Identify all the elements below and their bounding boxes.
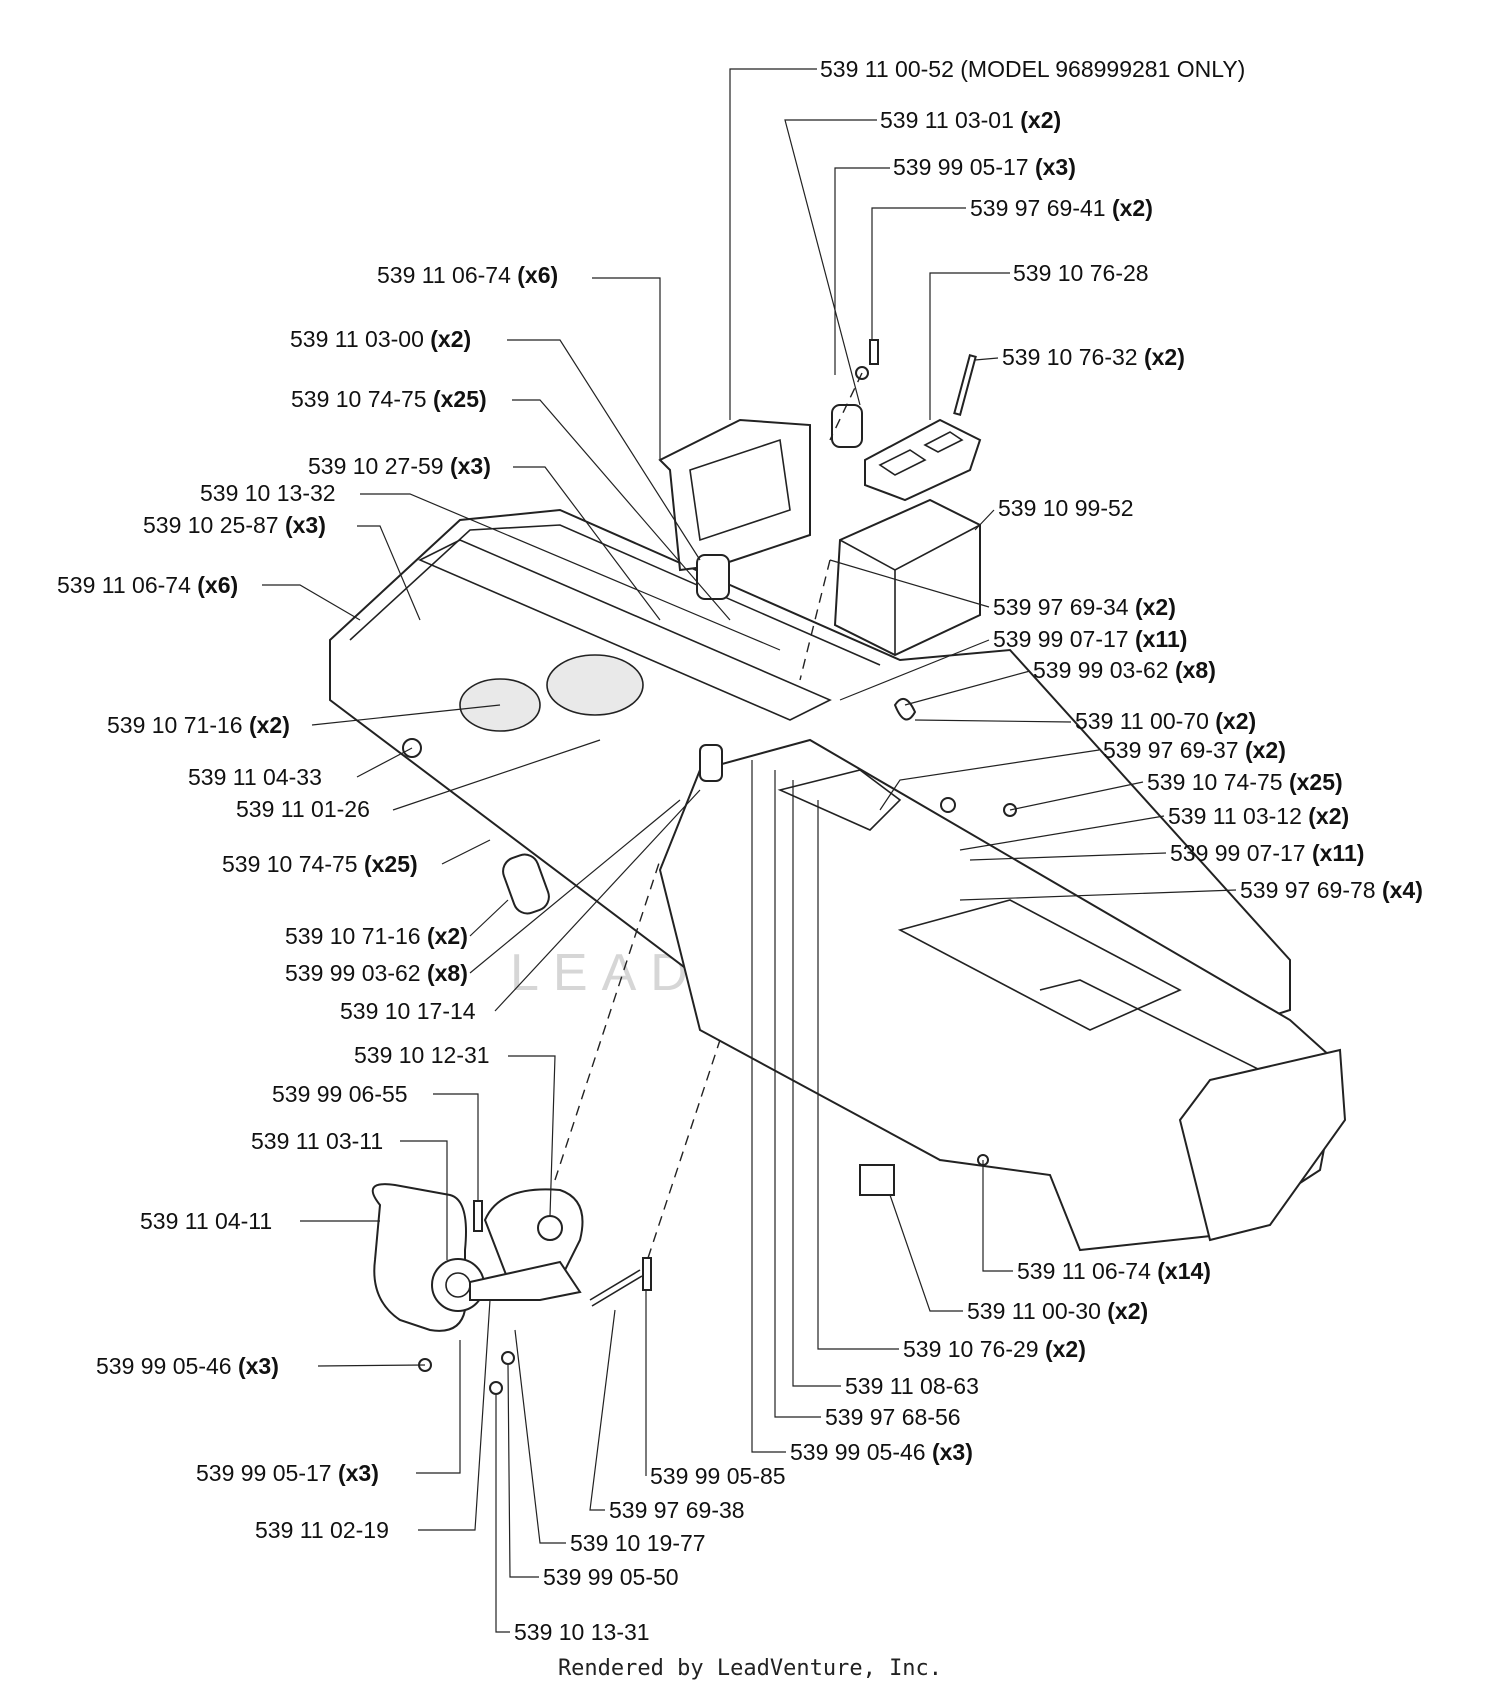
callout-42: 539 99 05-17 (x3) xyxy=(196,1460,379,1486)
seat-bracket xyxy=(658,418,811,572)
belt-drive xyxy=(371,1183,652,1395)
callout-12: 539 10 99-52 xyxy=(998,495,1134,521)
callout-43: 539 99 05-85 xyxy=(650,1463,786,1489)
callout-24: 539 11 03-12 (x2) xyxy=(1168,803,1349,829)
callout-48: 539 10 13-31 xyxy=(514,1619,650,1645)
bolt-spring xyxy=(642,1257,652,1291)
callout-labels: 539 11 00-52 (MODEL 968999281 ONLY) 539 … xyxy=(57,56,1423,1645)
callout-45: 539 11 02-19 xyxy=(255,1517,389,1543)
callout-13: 539 10 25-87 (x3) xyxy=(143,512,326,538)
callout-27: 539 97 69-78 (x4) xyxy=(1240,877,1423,903)
callout-7: 539 11 03-00 (x2) xyxy=(290,326,471,352)
hardware-parts xyxy=(402,339,1017,1196)
callout-8: 539 10 76-32 (x2) xyxy=(1002,344,1185,370)
tension-spring xyxy=(589,1269,641,1301)
mount-ring-right xyxy=(546,654,644,716)
main-frame xyxy=(329,508,1347,1252)
callout-4: 539 97 69-41 (x2) xyxy=(970,195,1153,221)
washer-belt xyxy=(501,1351,515,1365)
grommet-oval xyxy=(502,853,550,915)
leader-lines xyxy=(262,68,1237,1633)
callout-16: 539 99 07-17 (x11) xyxy=(993,626,1187,652)
bracket-bottom xyxy=(859,1164,895,1196)
callout-37: 539 99 05-46 (x3) xyxy=(96,1353,279,1379)
callout-44: 539 97 69-38 xyxy=(609,1497,745,1523)
pulley-top xyxy=(537,1215,563,1241)
callout-2: 539 11 03-01 (x2) xyxy=(880,107,1061,133)
callout-21: 539 11 04-33 xyxy=(188,764,322,790)
callout-3: 539 99 05-17 (x3) xyxy=(893,154,1076,180)
callout-36: 539 11 00-30 (x2) xyxy=(967,1298,1148,1324)
callout-32: 539 99 06-55 xyxy=(272,1081,408,1107)
callout-19: 539 11 00-70 (x2) xyxy=(1075,708,1256,734)
callout-25: 539 10 74-75 (x25) xyxy=(222,851,418,877)
bolt-a xyxy=(869,339,879,365)
callout-15: 539 97 69-34 (x2) xyxy=(993,594,1176,620)
assembly-lines xyxy=(554,372,863,1259)
bushing-b xyxy=(696,554,730,600)
callout-30: 539 10 17-14 xyxy=(340,998,476,1024)
switch-a xyxy=(699,744,723,782)
bolt-belt xyxy=(473,1200,483,1232)
callout-9: 539 10 74-75 (x25) xyxy=(291,386,487,412)
callout-26: 539 99 07-17 (x11) xyxy=(1170,840,1364,866)
spacer-a xyxy=(940,797,956,813)
callout-6: 539 10 76-28 xyxy=(1013,260,1149,286)
callout-1: 539 11 00-52 (MODEL 968999281 ONLY) xyxy=(820,56,1245,82)
callout-28: 539 10 71-16 (x2) xyxy=(285,923,468,949)
callout-5: 539 11 06-74 (x6) xyxy=(377,262,558,288)
callout-46: 539 10 19-77 xyxy=(570,1530,706,1556)
callout-18: 539 10 71-16 (x2) xyxy=(107,712,290,738)
idler-arm xyxy=(469,1260,582,1301)
footer-credit: Rendered by LeadVenture, Inc. xyxy=(557,1656,943,1681)
callout-29: 539 99 03-62 (x8) xyxy=(285,960,468,986)
callout-14: 539 11 06-74 (x6) xyxy=(57,572,238,598)
callout-10: 539 10 27-59 (x3) xyxy=(308,453,491,479)
nut-belt xyxy=(489,1381,503,1395)
callout-17: 539 99 03-62 (x8) xyxy=(1033,657,1216,683)
fuel-tank xyxy=(833,498,981,657)
callout-33: 539 11 03-11 xyxy=(251,1128,383,1154)
callout-23: 539 11 01-26 xyxy=(236,796,370,822)
callout-22: 539 10 74-75 (x25) xyxy=(1147,769,1343,795)
callout-38: 539 10 76-29 (x2) xyxy=(903,1336,1086,1362)
callout-39: 539 11 08-63 xyxy=(845,1373,979,1399)
pin-a xyxy=(953,354,977,416)
callout-20: 539 97 69-37 (x2) xyxy=(1103,737,1286,763)
callout-34: 539 11 04-11 xyxy=(140,1208,272,1234)
callout-47: 539 99 05-50 xyxy=(543,1564,679,1590)
callout-11: 539 10 13-32 xyxy=(200,480,336,506)
callout-41: 539 99 05-46 (x3) xyxy=(790,1439,973,1465)
callout-40: 539 97 68-56 xyxy=(825,1404,961,1430)
callout-31: 539 10 12-31 xyxy=(354,1042,490,1068)
control-module xyxy=(864,418,982,502)
callout-35: 539 11 06-74 (x14) xyxy=(1017,1258,1211,1284)
